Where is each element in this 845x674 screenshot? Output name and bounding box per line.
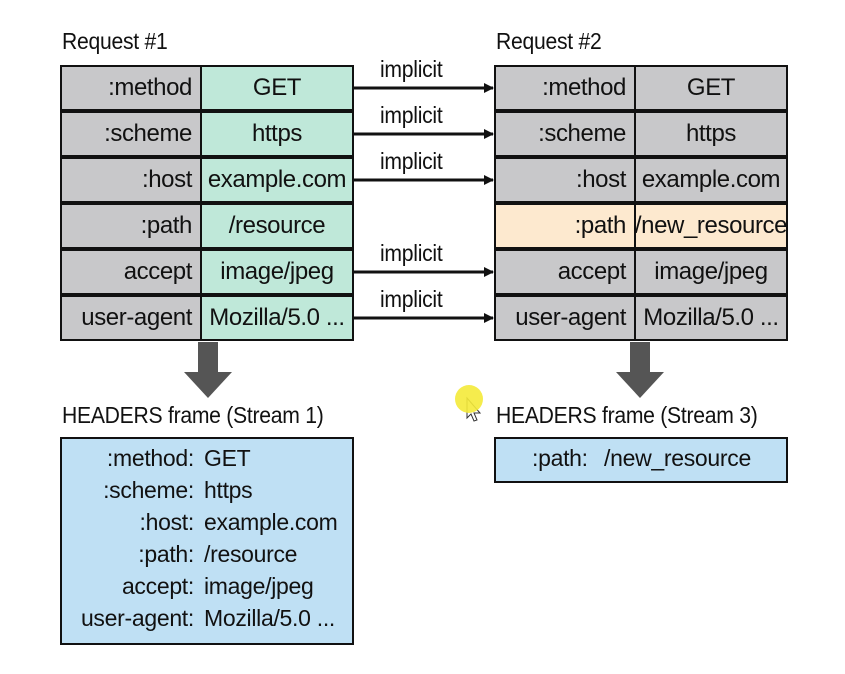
request1-value-scheme: https bbox=[200, 111, 354, 157]
frame3-title: HEADERS frame (Stream 3) bbox=[496, 402, 758, 428]
implicit-label-accept: implicit bbox=[380, 240, 443, 266]
request1-value-accept: image/jpeg bbox=[200, 249, 354, 295]
request1-title: Request #1 bbox=[62, 28, 168, 54]
headers-frame-stream3: :path: /new_resource bbox=[494, 437, 788, 483]
frame1-value-accept: image/jpeg bbox=[204, 573, 314, 599]
request1-key-user-agent: user-agent bbox=[60, 295, 202, 341]
implicit-label-method: implicit bbox=[380, 56, 443, 82]
request2-value-accept: image/jpeg bbox=[634, 249, 788, 295]
request1-value-path: /resource bbox=[200, 203, 354, 249]
request2-key-accept: accept bbox=[494, 249, 636, 295]
frame1-row: :host: example.com bbox=[62, 509, 352, 541]
request1-key-method: :method bbox=[60, 65, 202, 111]
cursor-highlight-icon bbox=[455, 385, 483, 413]
headers-frame-stream1: :method: GET :scheme: https :host: examp… bbox=[60, 437, 354, 645]
frame1-value-host: example.com bbox=[204, 509, 338, 535]
frame1-value-user-agent: Mozilla/5.0 ... bbox=[204, 605, 335, 631]
request2-key-method: :method bbox=[494, 65, 636, 111]
request1-key-path: :path bbox=[60, 203, 202, 249]
request2-title: Request #2 bbox=[496, 28, 602, 54]
request1-key-scheme: :scheme bbox=[60, 111, 202, 157]
frame1-row: accept: image/jpeg bbox=[62, 573, 352, 605]
frame1-value-scheme: https bbox=[204, 477, 253, 503]
request1-value-method: GET bbox=[200, 65, 354, 111]
frame1-key-scheme: :scheme: bbox=[103, 477, 194, 503]
request1-value-user-agent: Mozilla/5.0 ... bbox=[200, 295, 354, 341]
frame1-key-user-agent: user-agent: bbox=[80, 605, 194, 631]
frame3-key-path: :path: bbox=[532, 445, 588, 471]
request2-value-host: example.com bbox=[634, 157, 788, 203]
implicit-label-scheme: implicit bbox=[380, 102, 443, 128]
frame1-key-accept: accept: bbox=[121, 573, 194, 599]
frame1-key-method: :method: bbox=[106, 445, 194, 471]
frame1-row: :method: GET bbox=[62, 445, 352, 477]
request2-value-user-agent: Mozilla/5.0 ... bbox=[634, 295, 788, 341]
down-arrow-stream1 bbox=[184, 342, 232, 398]
frame3-row: :path: /new_resource bbox=[496, 445, 786, 477]
implicit-label-user-agent: implicit bbox=[380, 286, 443, 312]
frame1-row: user-agent: Mozilla/5.0 ... bbox=[62, 605, 352, 637]
frame1-value-path: /resource bbox=[204, 541, 298, 567]
frame1-row: :path: /resource bbox=[62, 541, 352, 573]
frame1-value-method: GET bbox=[204, 445, 251, 471]
down-arrow-stream3 bbox=[616, 342, 664, 398]
request2-key-scheme: :scheme bbox=[494, 111, 636, 157]
request2-value-scheme: https bbox=[634, 111, 788, 157]
request2-key-path: :path bbox=[494, 203, 636, 249]
request2-key-host: :host bbox=[494, 157, 636, 203]
request1-value-host: example.com bbox=[200, 157, 354, 203]
request2-value-method: GET bbox=[634, 65, 788, 111]
frame1-title: HEADERS frame (Stream 1) bbox=[62, 402, 324, 428]
frame1-key-host: :host: bbox=[139, 509, 195, 535]
frame1-key-path: :path: bbox=[138, 541, 194, 567]
frame3-value-path: /new_resource bbox=[604, 445, 751, 471]
implicit-label-host: implicit bbox=[380, 148, 443, 174]
frame1-row: :scheme: https bbox=[62, 477, 352, 509]
request2-value-path: /new_resource bbox=[634, 203, 788, 249]
